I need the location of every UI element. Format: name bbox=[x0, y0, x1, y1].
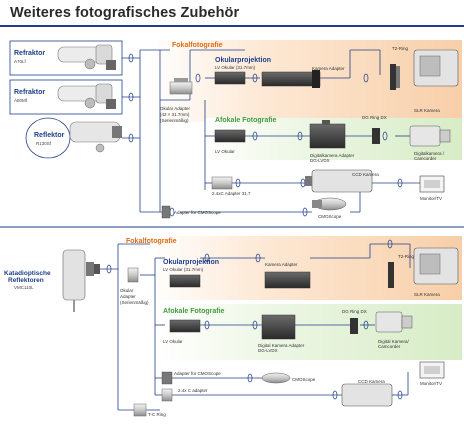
top-adapter-cmos-image bbox=[161, 205, 171, 219]
bottom-scope-model: VMC110L bbox=[14, 285, 34, 290]
bottom-okular-heading: Okularprojektion bbox=[163, 259, 219, 266]
top-lv-okular-label: LV Okular bbox=[215, 149, 235, 154]
top-kamera-adapter-label: Kamera Adapter bbox=[312, 66, 345, 71]
top-afokal-okular-image bbox=[214, 129, 246, 143]
top-slr-label: SLR Kamera bbox=[414, 108, 440, 113]
scope-3-model: R130Sf bbox=[36, 141, 52, 146]
top-section: Refraktor A70Lf Refraktor A80Mf Reflekto… bbox=[9, 40, 462, 219]
vmc110l-image bbox=[62, 249, 100, 312]
top-t2-ring-label: T2-Ring bbox=[392, 46, 409, 51]
top-digital-camera-label-1: Digitalkamera / bbox=[414, 151, 445, 156]
bottom-dg-ring-image bbox=[350, 318, 358, 334]
bottom-t2-ring-image bbox=[388, 262, 394, 288]
top-slr-camera-image bbox=[413, 49, 459, 87]
bottom-tc-ring-image bbox=[133, 403, 147, 417]
bottom-t2-ring-label: T2-Ring bbox=[398, 254, 415, 259]
top-cmoscope-label: CMOScope bbox=[318, 214, 342, 219]
top-okular-heading: Okularprojektion bbox=[215, 57, 271, 64]
bottom-ccd-camera-image bbox=[341, 383, 393, 407]
top-barlow-image bbox=[211, 176, 233, 190]
bottom-cmoscope-image bbox=[261, 372, 291, 384]
bottom-lv-okular-image bbox=[169, 274, 201, 288]
bottom-digital-adapter-label-2: DG-LVDX bbox=[258, 348, 278, 353]
bottom-lv-okular-label: LV Okular bbox=[163, 339, 183, 344]
bottom-kamera-adapter-image bbox=[264, 271, 311, 289]
bottom-okular-sub: LV Okular (31.7mm) bbox=[163, 267, 204, 272]
top-cmoscope-image bbox=[312, 197, 347, 211]
bottom-digital-adapter-label-1: Digital Kamera Adapter bbox=[258, 343, 305, 348]
scope-1-name: Refraktor bbox=[14, 50, 45, 57]
scope-2-model: A80Mf bbox=[14, 98, 28, 103]
top-barlow-label: 2.4xC Adapter 31.7 bbox=[212, 191, 251, 196]
top-okular-adapter-image bbox=[169, 78, 193, 95]
refraktor-a80mf-image bbox=[57, 83, 116, 109]
top-ccd-camera-image bbox=[305, 169, 373, 193]
top-adapter-cmos-label: Adapter für CMOScope bbox=[174, 210, 221, 215]
bottom-adapter-cmos-image bbox=[161, 371, 173, 385]
scope-ring-3 bbox=[25, 117, 71, 159]
bottom-monitor-label: Monitor/TV bbox=[420, 381, 442, 386]
top-ccd-label: CCD Kamera bbox=[352, 172, 379, 177]
bottom-afokal-okular-image bbox=[169, 319, 201, 333]
top-connector-lines bbox=[122, 49, 420, 213]
bottom-afokal-heading: Afokale Fotografie bbox=[163, 308, 225, 315]
top-dg-ring-label: DG Ring DX bbox=[362, 115, 387, 120]
bottom-monitor-image bbox=[419, 361, 445, 379]
top-adapter-label-3: (Serienmäßig) bbox=[160, 118, 189, 123]
top-adapter-label-1: Okular Adapter bbox=[160, 106, 191, 111]
bottom-tc-ring-label: T-C Ring bbox=[148, 412, 166, 417]
bottom-connector-lines bbox=[100, 243, 411, 411]
scope-3-name: Reflektor bbox=[34, 132, 65, 139]
top-digital-adapter-image bbox=[309, 120, 346, 149]
top-monitor-label: Monitor/TV bbox=[420, 196, 442, 201]
bottom-cmoscope-label: CMOScope bbox=[292, 377, 316, 382]
bottom-adapter-label-1: Okular bbox=[120, 288, 134, 293]
top-t2-ring-image bbox=[390, 64, 400, 90]
bottom-section: Katadioptische Reflektoren VMC110L bbox=[4, 236, 462, 417]
bottom-digital-camera-label-2: Camcorder bbox=[378, 344, 401, 349]
top-digital-camera-image bbox=[409, 125, 451, 147]
bottom-okular-adapter-image bbox=[127, 267, 139, 283]
top-digital-camera-label-2: Camcorder bbox=[414, 156, 437, 161]
reflektor-r130sf-image bbox=[69, 121, 122, 153]
scope-1-model: A70Lf bbox=[14, 59, 27, 64]
bottom-digital-camera-image bbox=[375, 311, 413, 333]
bottom-adapter-label-3: (Serienmäßig) bbox=[120, 300, 149, 305]
top-dg-ring-image bbox=[372, 128, 380, 144]
bottom-barlow-image bbox=[161, 388, 173, 402]
bottom-scope-name-1: Katadioptische bbox=[4, 270, 51, 277]
top-adapter-label-2: (42 × 31.7mm) bbox=[160, 112, 190, 117]
bottom-slr-camera-image bbox=[413, 247, 459, 285]
bottom-fokal-heading: Fokalfotografie bbox=[126, 238, 177, 245]
top-digital-adapter-label-2: DG-LVDX bbox=[310, 158, 330, 163]
scope-2-name: Refraktor bbox=[14, 89, 45, 96]
bottom-afokal-band bbox=[160, 304, 462, 360]
bottom-rotation-markers bbox=[106, 239, 403, 400]
bottom-kamera-adapter-label: Kamera Adapter bbox=[265, 262, 298, 267]
top-digital-adapter-label-1: Digitalkamera Adapter bbox=[310, 153, 355, 158]
top-lv-okular-image bbox=[214, 71, 246, 85]
top-kamera-adapter-image bbox=[261, 70, 321, 88]
bottom-adapter-label-2: Adapter bbox=[120, 294, 136, 299]
top-afokal-heading: Afokale Fotografie bbox=[215, 117, 277, 124]
top-fokal-heading: Fokalfotografie bbox=[172, 42, 223, 49]
bottom-scope-name-2: Reflektoren bbox=[8, 277, 44, 284]
page-title: Weiteres fotografisches Zubehör bbox=[10, 5, 240, 21]
top-monitor-image bbox=[419, 175, 445, 193]
refraktor-a70lf-image bbox=[57, 44, 116, 70]
title-rule bbox=[0, 25, 464, 27]
bottom-digital-adapter-image bbox=[261, 314, 296, 340]
top-okular-sub: LV Okular (31.7mm) bbox=[215, 65, 256, 70]
bottom-ccd-label: CCD Kamera bbox=[358, 379, 385, 384]
bottom-barlow-label: 2.4x C adapter bbox=[178, 388, 208, 393]
bottom-digital-camera-label-1: Digital Kamera/ bbox=[378, 339, 410, 344]
bottom-slr-label: SLR Kamera bbox=[414, 292, 440, 297]
bottom-dg-ring-label: DG Ring DX bbox=[342, 309, 367, 314]
bottom-adapter-cmos-label: Adapter für CMOScope bbox=[174, 371, 221, 376]
